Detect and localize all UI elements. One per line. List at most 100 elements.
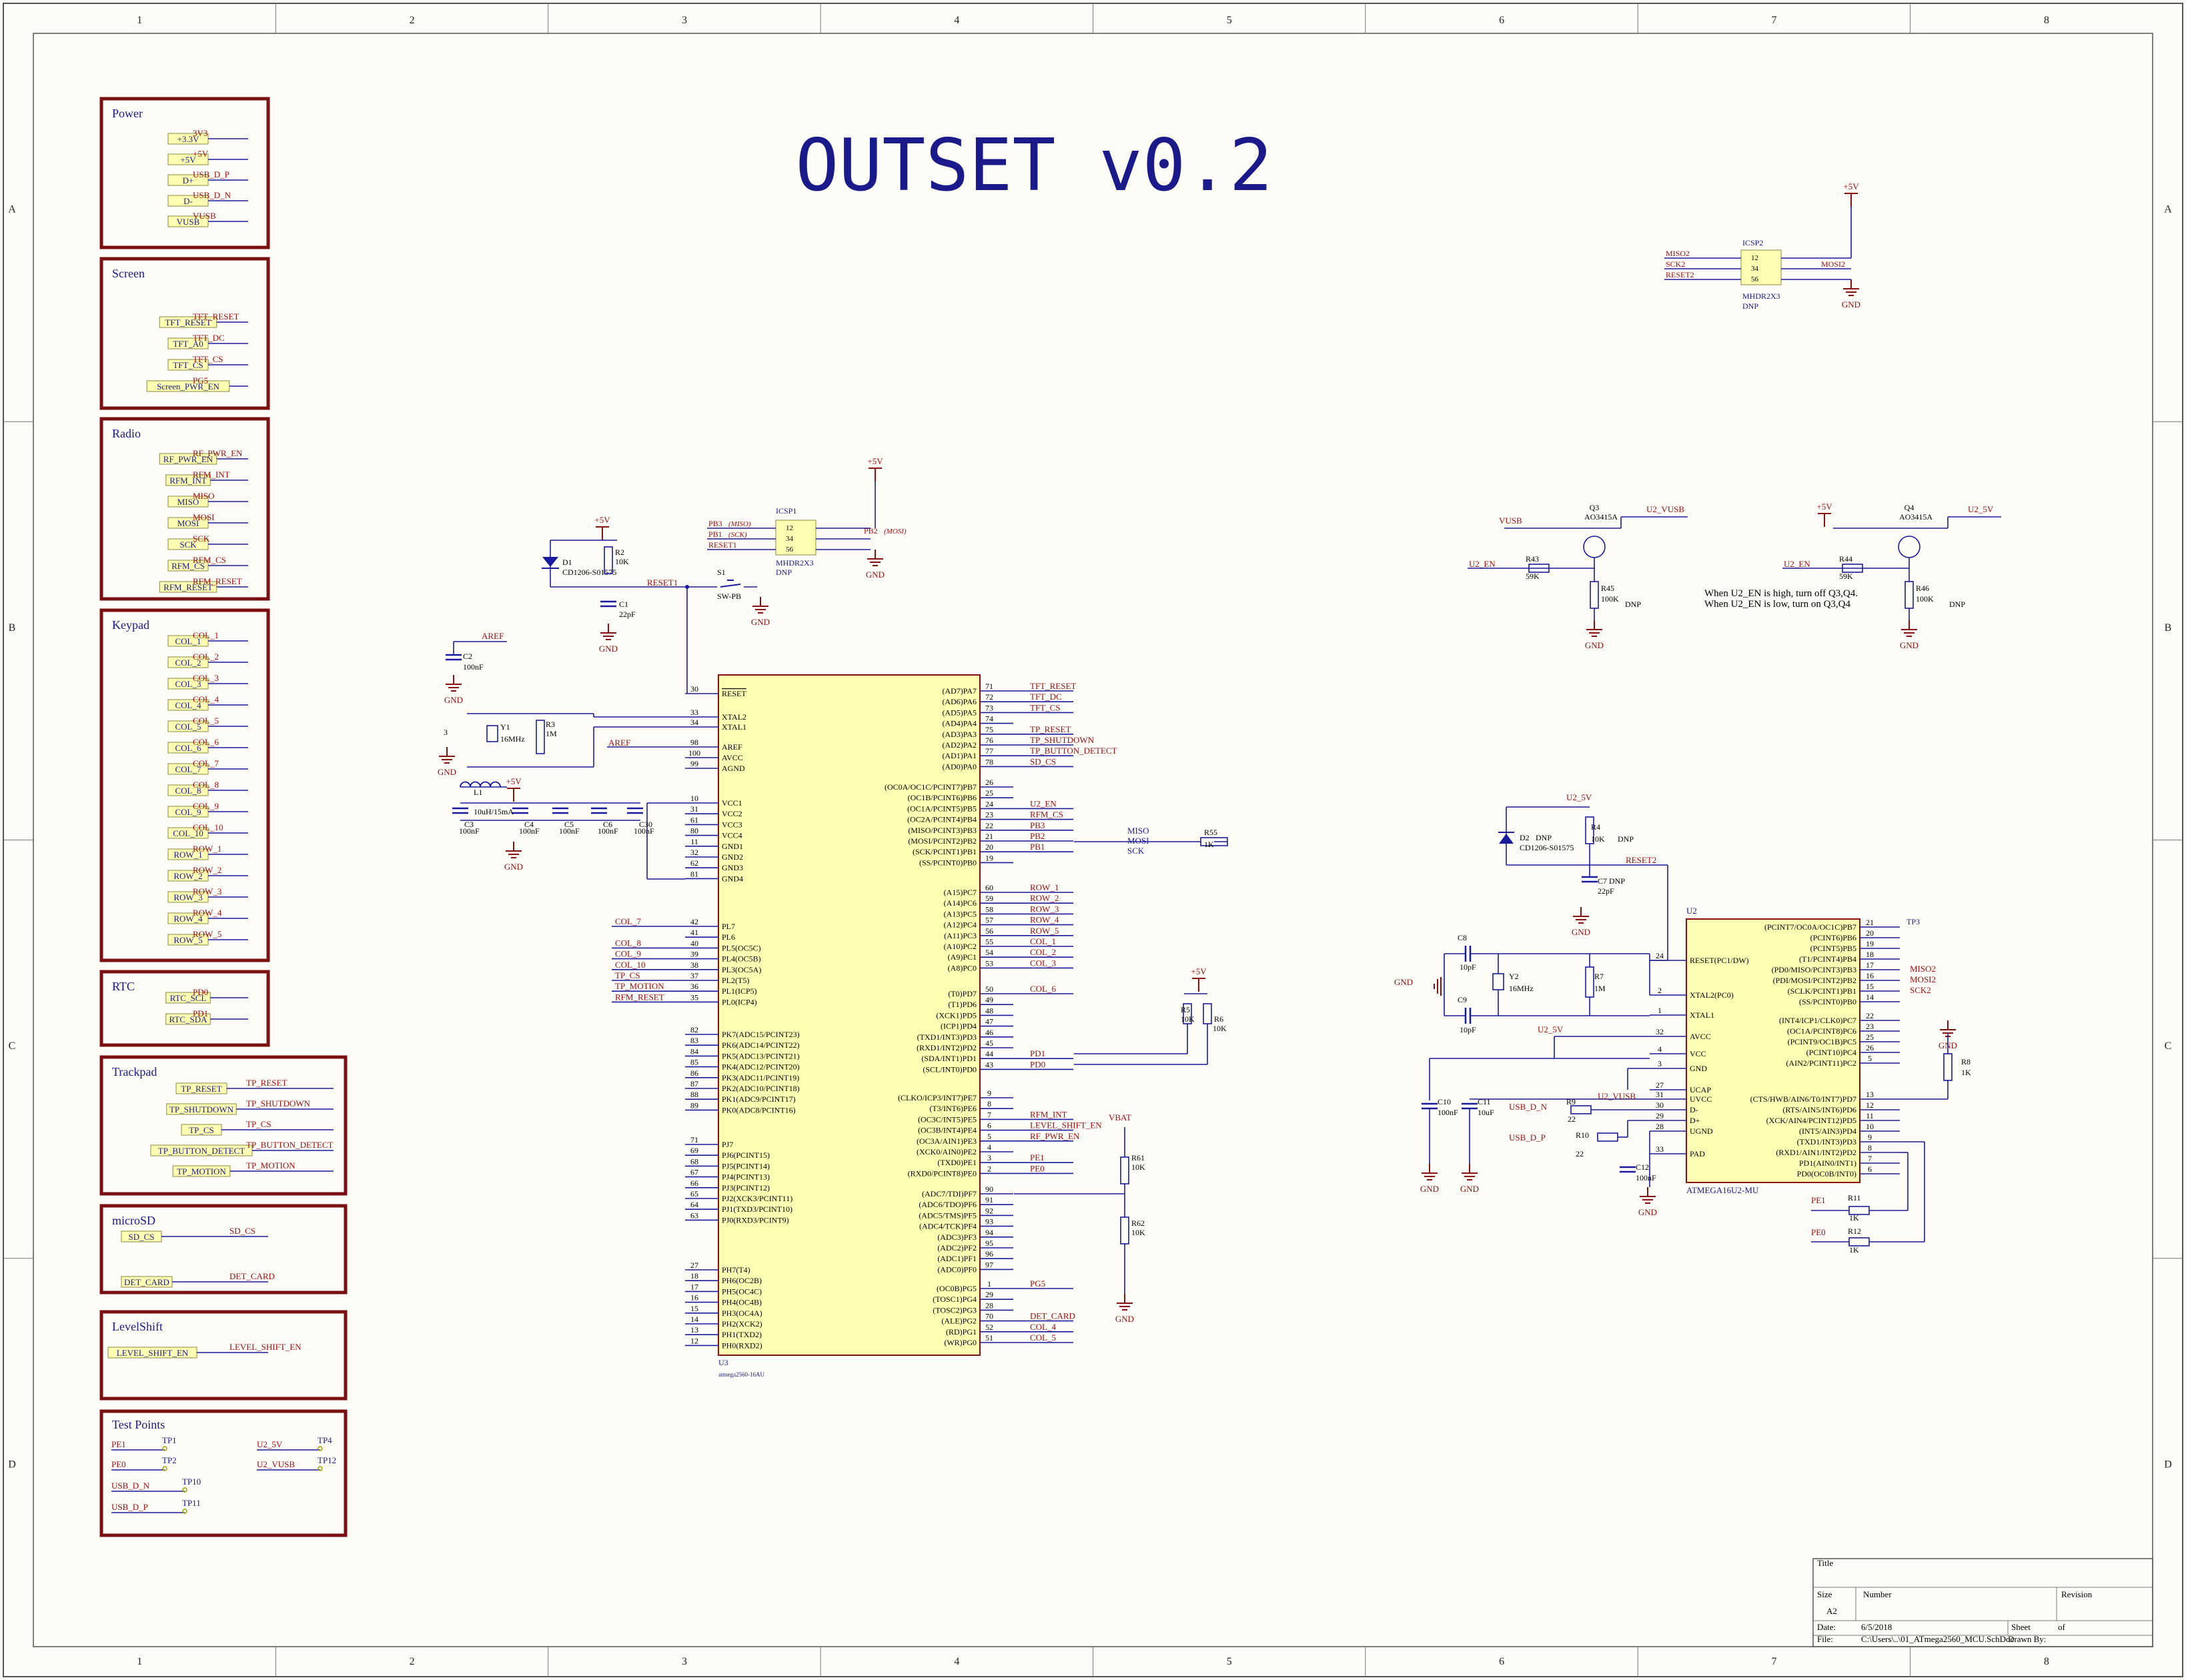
u3-pin-name: (T1)PD6 — [948, 1000, 977, 1009]
u3-pin-name: PJ2(XCK3/PCINT11) — [722, 1194, 792, 1203]
u3-net-label: SD_CS — [1030, 756, 1056, 766]
u2-pin-number: 29 — [1656, 1111, 1664, 1120]
r10-ref: R10 — [1576, 1130, 1589, 1140]
u3-pin-name: (AD4)PA4 — [942, 719, 977, 728]
u3-pin-name: (AD5)PA5 — [942, 708, 977, 717]
u2-pin-number: 5 — [1868, 1054, 1872, 1063]
port-box-title: Keypad — [112, 618, 149, 632]
icsp2-dnp: DNP — [1742, 301, 1758, 311]
port-net-label: SD_CS — [229, 1226, 255, 1236]
u3-pin-number: 99 — [690, 759, 698, 768]
aref-net: AREF — [608, 738, 630, 748]
u3-pin-name: GND2 — [722, 852, 743, 862]
u2-pin-number: 33 — [1656, 1144, 1664, 1154]
port-name: D- — [183, 196, 193, 206]
u3-pin-number: 7 — [987, 1110, 991, 1119]
port-net-label: COL_7 — [193, 758, 219, 768]
u3-pin-number: 86 — [690, 1068, 698, 1078]
y1-value: 16MHz — [500, 734, 525, 744]
zone-row-label: A — [8, 204, 16, 215]
port-name: COL_1 — [175, 636, 201, 646]
u3-pin-number: 34 — [690, 718, 698, 727]
u3-pin-number: 9 — [987, 1088, 991, 1098]
u2-pin-name: PAD — [1690, 1149, 1705, 1158]
u3-net-label: COL_9 — [615, 949, 641, 959]
r2-ref: R2 — [615, 548, 624, 557]
u2-pin-number: 12 — [1866, 1100, 1874, 1110]
u3-pin-name: (AD6)PA6 — [942, 697, 977, 706]
test-point-ref: TP1 — [162, 1435, 177, 1445]
u3-net-label: COL_2 — [1030, 947, 1056, 957]
zone-row-label: C — [9, 1040, 16, 1052]
test-point-ref: TP4 — [318, 1435, 332, 1445]
u3-net-label: LEVEL_SHIFT_EN — [1030, 1120, 1102, 1130]
u3-pin-name: (OC3C/INT5)PE5 — [918, 1114, 977, 1124]
u3-pin-number: 25 — [985, 788, 993, 798]
test-point-pad — [318, 1446, 323, 1451]
port-name: RFM_RESET — [163, 582, 213, 592]
r55-ref: R55 — [1204, 828, 1217, 837]
port-box-microsd — [99, 1204, 348, 1295]
u3-pin-name: (XCK1)PD5 — [936, 1010, 977, 1020]
q4-ref: Q4 — [1904, 503, 1915, 512]
u3-pin-name: (T3/INT6)PE6 — [929, 1104, 977, 1113]
u3-net-label: COL_7 — [615, 916, 642, 926]
u3-net-label: COL_5 — [1030, 1333, 1056, 1343]
u3-pin-number: 22 — [985, 821, 993, 830]
u2-pin-number: 18 — [1866, 950, 1874, 959]
u2-vusb-net: U2_VUSB — [1598, 1091, 1636, 1101]
u3-pin-number: 89 — [690, 1100, 698, 1110]
u2-pin-number: 20 — [1866, 928, 1874, 938]
u2-pin-number: 31 — [1656, 1090, 1664, 1099]
r7-value: 1M — [1594, 984, 1606, 993]
port-name: MISO — [177, 497, 199, 507]
usb-d-n-net: USB_D_N — [1509, 1102, 1548, 1112]
u3-pin-number: 43 — [985, 1060, 993, 1069]
zone-row-label: D — [8, 1459, 16, 1470]
test-point-ref: TP11 — [182, 1498, 201, 1508]
u3-pin-name: (ALE)PG2 — [941, 1317, 977, 1326]
u2-pin-name: (XCK/AIN4/PCINT12)PD5 — [1766, 1116, 1856, 1125]
icsp1-net: PB3 — [708, 519, 722, 528]
capacitor-value: 100nF — [559, 826, 580, 836]
port-net-label: COL_8 — [193, 780, 219, 790]
r46-value: 100K — [1916, 594, 1934, 604]
y2-value: 16MHz — [1509, 984, 1534, 993]
port-net-label: COL_6 — [193, 737, 219, 747]
port-name: +5V — [180, 155, 196, 165]
u2-pin-number: 16 — [1866, 971, 1874, 980]
zone-column-label: 5 — [1227, 15, 1232, 26]
u3-pin-name: (ADC5/TMS)PF5 — [919, 1210, 977, 1220]
u2-pin-name: (PD0/MISO/PCINT3)PB3 — [1772, 965, 1856, 974]
port-net-label: COL_5 — [193, 716, 219, 726]
u3-net-label: PB1 — [1030, 842, 1045, 852]
test-point-ref: TP10 — [182, 1477, 201, 1487]
u3-net-label: TP_RESET — [1030, 724, 1071, 734]
u3-pin-number: 58 — [985, 904, 993, 914]
gnd-symbol: GND — [1115, 1314, 1134, 1324]
power-symbol: +5V — [1843, 181, 1859, 191]
port-name: ROW_2 — [173, 871, 202, 881]
u3-pin-name: PK7(ADC15/PCINT23) — [722, 1030, 800, 1039]
test-point-pad — [162, 1466, 167, 1471]
u2-pin-number: 23 — [1866, 1022, 1874, 1031]
icsp2-pin: 34 — [1751, 265, 1759, 273]
r8-value: 1K — [1961, 1068, 1971, 1077]
u3-pin-name: AGND — [722, 764, 745, 773]
u3-pin-name: PH6(OC2B) — [722, 1276, 762, 1285]
r4-dnp: DNP — [1618, 834, 1634, 844]
port-net-label: TFT_DC — [193, 333, 225, 343]
test-point-ref: TP12 — [318, 1455, 336, 1465]
u3-pin-name: PL2(T5) — [722, 976, 749, 985]
d1-ref: D1 — [562, 558, 572, 567]
u3-net-label: TFT_CS — [1030, 702, 1061, 712]
u3-pin-name: PH3(OC4A) — [722, 1309, 762, 1318]
u2-pin-name: UGND — [1690, 1126, 1713, 1136]
r2-resistor — [604, 546, 613, 574]
u3-pin-name: (MOSI/PCINT2)PB2 — [908, 836, 977, 846]
q3-gate-net: U2_EN — [1469, 559, 1496, 569]
u2-pin-name: (PCINT6)PB6 — [1810, 933, 1856, 942]
icsp1-pin: 34 — [786, 535, 794, 543]
